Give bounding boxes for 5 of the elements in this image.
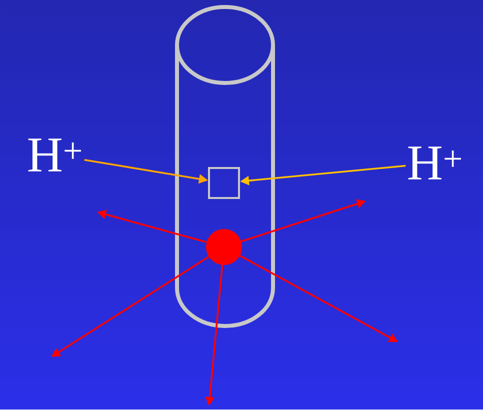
- tube-drawing: [175, 5, 275, 328]
- ion-label: H$^{+}$: [408, 146, 461, 180]
- dot: [206, 229, 242, 265]
- square: [208, 167, 240, 199]
- ion-label: H$^{+}$: [28, 138, 81, 172]
